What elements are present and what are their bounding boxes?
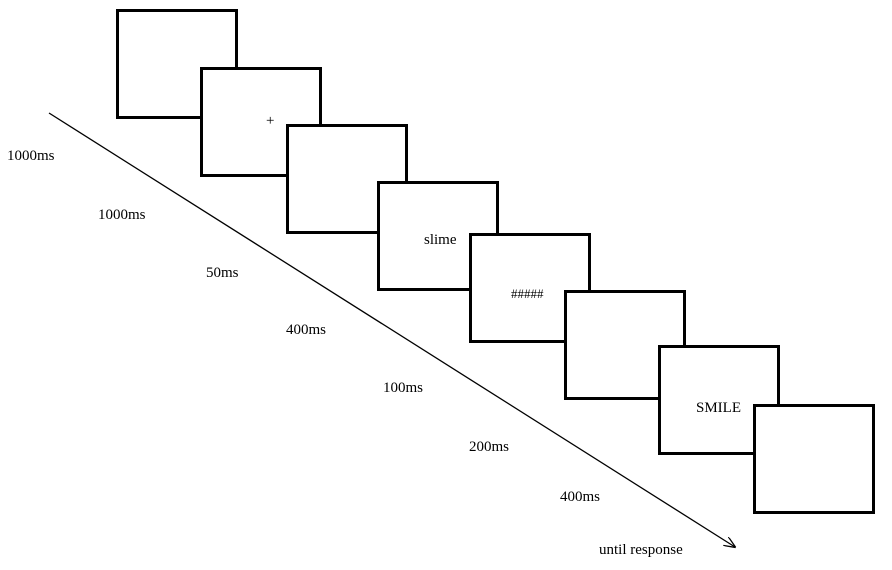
duration-label-4: 400ms xyxy=(286,322,327,338)
response-screen xyxy=(753,404,875,514)
prime-word: slime xyxy=(424,232,457,248)
duration-label-6: 200ms xyxy=(469,439,510,455)
duration-label-8: until response xyxy=(599,542,683,558)
duration-label-5: 100ms xyxy=(383,380,424,396)
duration-label-1: 1000ms xyxy=(7,148,55,164)
duration-label-2: 1000ms xyxy=(98,207,146,223)
duration-label-3: 50ms xyxy=(206,265,239,281)
target-word: SMILE xyxy=(696,400,741,416)
fixation-cross: + xyxy=(266,113,275,129)
mask-symbols: ##### xyxy=(511,286,544,301)
duration-label-7: 400ms xyxy=(560,489,601,505)
